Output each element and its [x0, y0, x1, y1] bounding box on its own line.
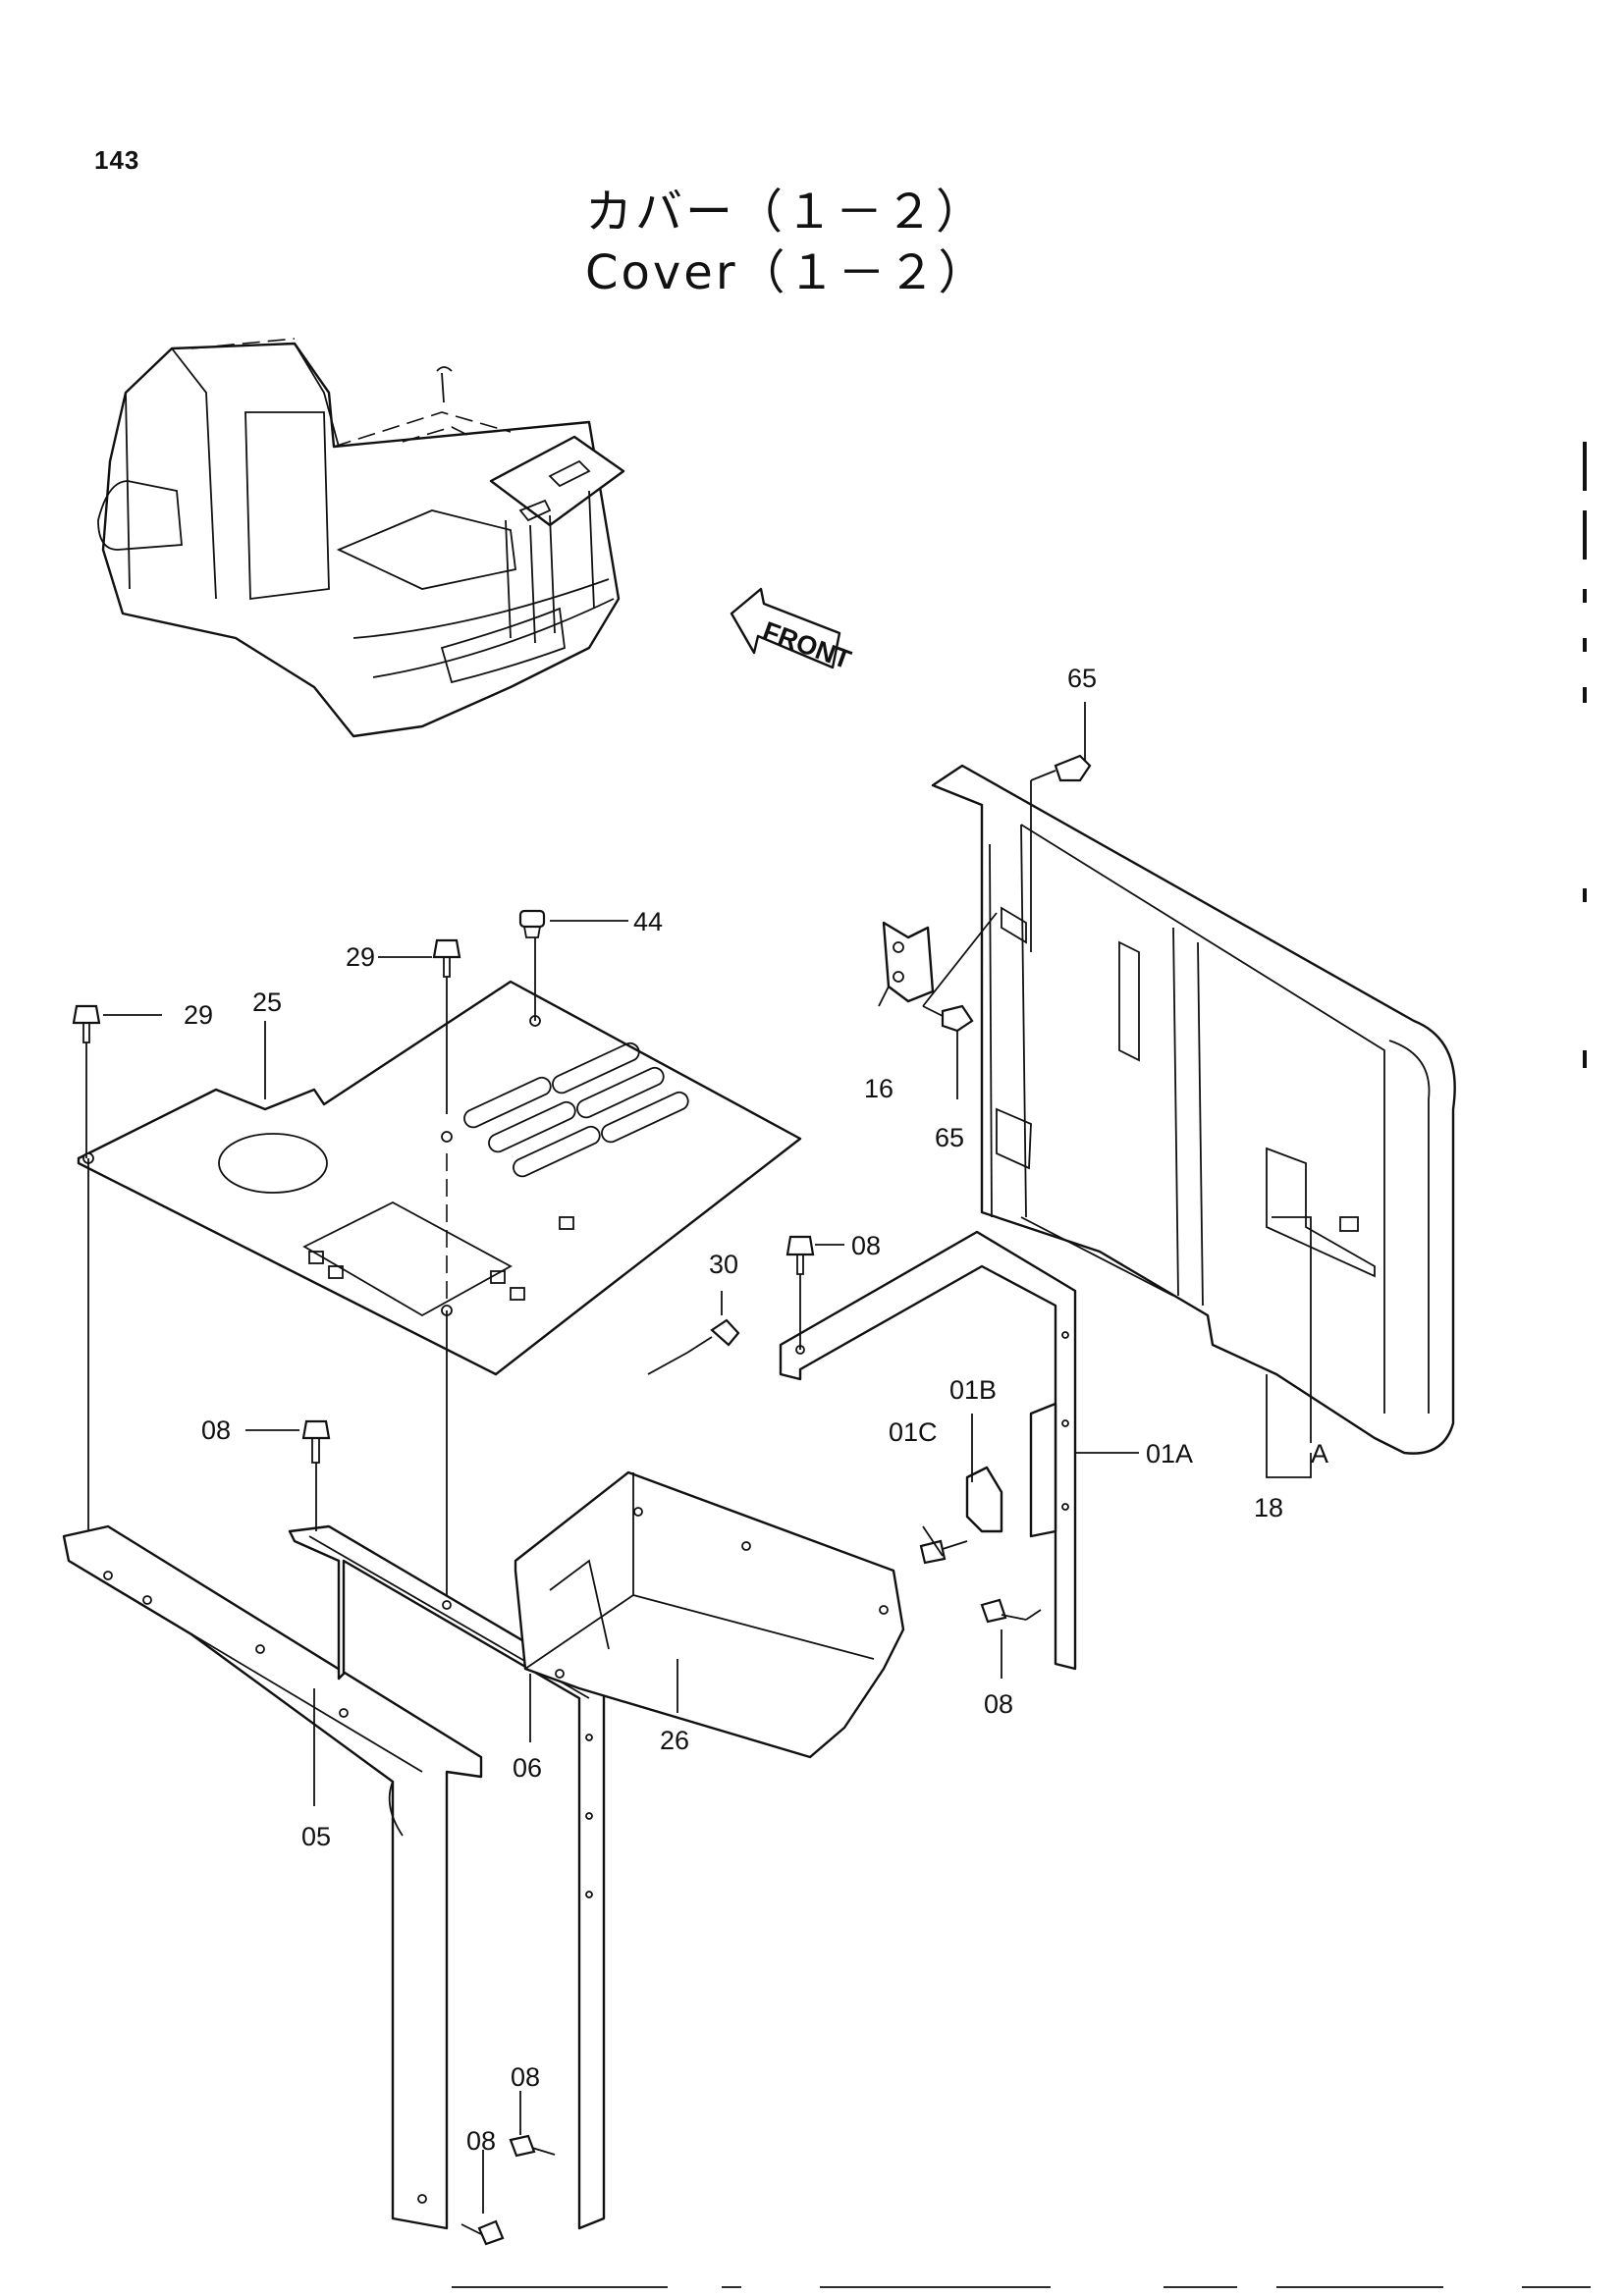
binding-marks	[1583, 442, 1587, 1068]
callout-01C: 01C	[889, 1417, 938, 1447]
callout-labels: 65 44 29 29 25 16 65 08 30 01B 01C 01A A…	[184, 664, 1328, 2156]
part-26-cover	[514, 1470, 905, 1759]
bolt-01C-icon	[919, 1539, 968, 1565]
callout-18: 18	[1254, 1493, 1283, 1522]
front-arrow-icon: FRONT	[730, 587, 855, 675]
bolt-08-b-icon	[301, 1419, 331, 1464]
machine-overview	[97, 338, 625, 738]
callout-25: 25	[252, 988, 282, 1017]
callout-65-top: 65	[1067, 664, 1097, 693]
bolt-08-e-icon	[460, 2219, 505, 2246]
bolt-65-top-icon	[1030, 754, 1092, 782]
callout-08-c: 08	[984, 1689, 1013, 1719]
callout-01B: 01B	[949, 1375, 997, 1405]
bolt-29-mid-icon	[432, 938, 461, 978]
bolt-08-c-icon	[980, 1598, 1027, 1624]
callout-26: 26	[660, 1726, 689, 1755]
bolt-29-left-icon	[72, 1004, 101, 1043]
callout-08-a: 08	[851, 1231, 881, 1260]
part-25-floor-plate	[77, 980, 802, 1376]
callout-16: 16	[864, 1074, 893, 1103]
callout-06: 06	[513, 1753, 542, 1783]
page-number: 143	[94, 145, 140, 175]
title-english: Cover（１－２）	[585, 245, 989, 300]
title-japanese: カバー（１－２）	[585, 185, 987, 240]
callout-01A: 01A	[1146, 1439, 1193, 1468]
leader-lines	[85, 702, 1312, 2214]
callout-29-left: 29	[184, 1000, 213, 1030]
part-01A-frame	[779, 1230, 1077, 1671]
bolt-44-icon	[518, 909, 546, 938]
callout-08-d: 08	[511, 2062, 540, 2092]
callout-A: A	[1311, 1439, 1328, 1468]
callout-44: 44	[633, 907, 663, 936]
bolt-65-mid-icon	[922, 1004, 974, 1033]
callout-08-e: 08	[466, 2126, 496, 2156]
callout-30: 30	[709, 1250, 738, 1279]
callout-65-mid: 65	[935, 1123, 964, 1152]
part-16-hinge	[882, 921, 935, 1003]
part-18-side-door	[931, 764, 1456, 1455]
bolt-08-a-icon	[785, 1235, 815, 1275]
callout-05: 05	[301, 1822, 331, 1851]
callout-08-b: 08	[201, 1415, 231, 1445]
callout-29-mid: 29	[346, 942, 375, 972]
part-05-frame	[62, 1524, 483, 2230]
bolt-30-icon	[686, 1318, 740, 1354]
part-01B-bracket	[965, 1466, 1003, 1533]
bolt-08-d-icon	[509, 2134, 556, 2158]
